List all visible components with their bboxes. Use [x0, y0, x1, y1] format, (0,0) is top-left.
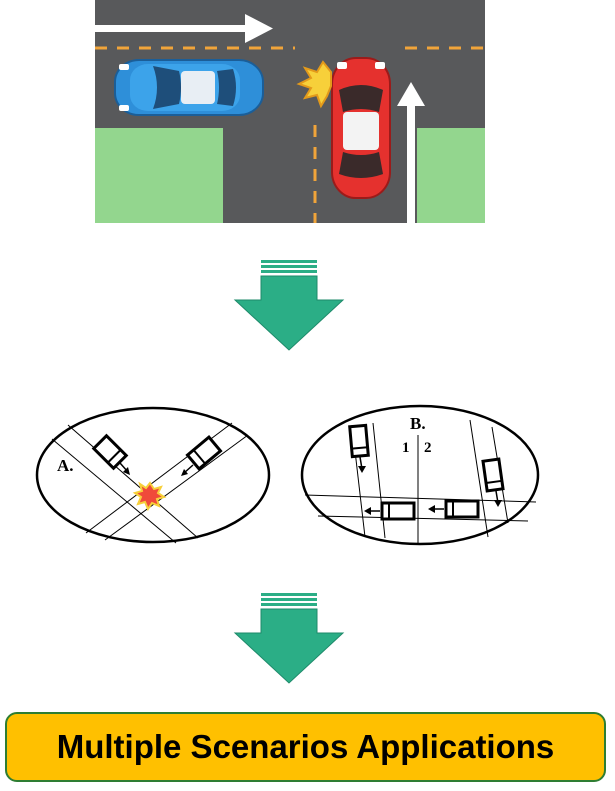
blue-car — [114, 59, 264, 116]
truck-icon — [380, 501, 416, 521]
truck-icon — [91, 433, 129, 471]
scenario-a-diagram: A. — [35, 406, 271, 544]
lane-label-1: 1 — [402, 440, 410, 456]
grass-corner-left — [95, 128, 223, 223]
scenario-a-label: A. — [57, 456, 74, 475]
truck-icon — [444, 499, 480, 519]
title-banner: Multiple Scenarios Applications — [5, 712, 606, 782]
truck-icon — [481, 457, 505, 493]
down-arrow-icon — [233, 593, 345, 684]
lane-label-2: 2 — [424, 440, 432, 456]
scenario-b-diagram: B. 1 2 — [300, 404, 540, 546]
truck-icon — [348, 423, 370, 459]
collision-burst-icon — [296, 60, 332, 109]
intersection-illustration — [95, 0, 485, 223]
grass-corner-right — [417, 128, 485, 223]
down-arrow-icon — [233, 260, 345, 351]
right-arrow-icon — [95, 14, 273, 43]
red-car — [331, 57, 391, 199]
truck-icon — [185, 434, 223, 472]
scenario-schematics: A. — [35, 404, 540, 546]
up-arrow-icon — [397, 82, 425, 223]
collision-burst-icon — [132, 481, 167, 512]
scenario-b-label: B. — [410, 414, 426, 433]
banner-text: Multiple Scenarios Applications — [56, 728, 555, 765]
